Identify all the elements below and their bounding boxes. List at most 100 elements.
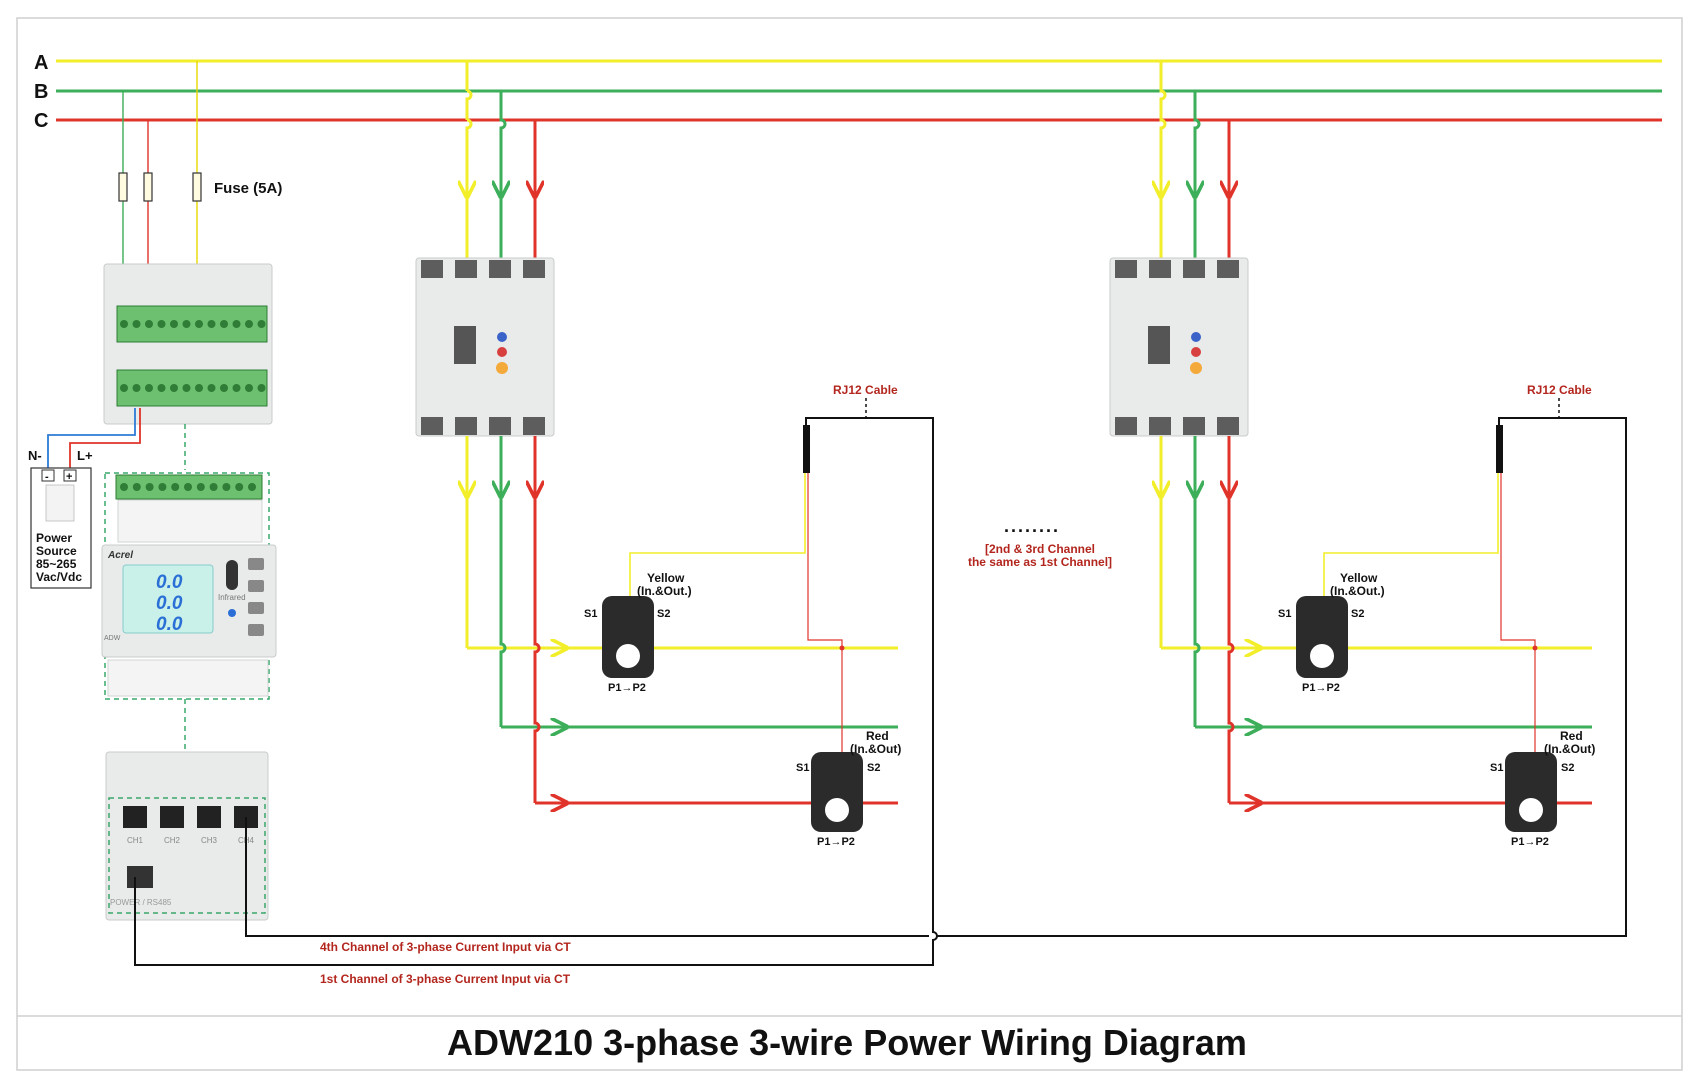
fuse-group: Fuse (5A): [118, 61, 282, 345]
terminal-screw: [232, 320, 241, 328]
terminal-screw: [257, 320, 266, 328]
phase-a-label: A: [34, 52, 48, 74]
terminal-screw: [120, 384, 128, 392]
ct-red-1-s2: S2: [867, 762, 880, 774]
bottom-label-ch4: 4th Channel of 3-phase Current Input via…: [320, 940, 571, 954]
ct-yellow-4-label1: Yellow: [1340, 571, 1378, 585]
terminal-screw: [182, 384, 191, 392]
ct-module: CH1 CH2 CH3 CH4 POWER / RS485: [105, 751, 269, 921]
lcd-value-3: 0.0: [156, 614, 183, 635]
ct-yellow-1-p: P1→P2: [608, 682, 646, 694]
port-ch2[interactable]: [160, 806, 184, 828]
lcd-value-1: 0.0: [156, 572, 183, 593]
meter-key-1[interactable]: [248, 558, 264, 570]
meter-lcd: [122, 564, 214, 634]
terminal-screw: [170, 384, 178, 392]
rj12-label-4: RJ12 Cable: [1527, 383, 1592, 397]
terminal-screw: [157, 384, 166, 392]
terminal-screw: [184, 483, 192, 491]
ct-red-4-p: P1→P2: [1511, 836, 1549, 848]
terminal-screw: [235, 483, 244, 491]
rs485-port[interactable]: [127, 866, 153, 888]
terminal-screw: [245, 384, 253, 392]
middle-note-line1: [2nd & 3rd Channel: [985, 542, 1095, 556]
terminal-screw: [248, 483, 256, 491]
terminal-screw: [232, 384, 241, 392]
phase-b-label: B: [34, 81, 48, 103]
terminal-screw: [171, 483, 180, 491]
ct-yellow-1-label1: Yellow: [647, 571, 685, 585]
middle-dots: ........: [1004, 516, 1060, 536]
rj12-label-1: RJ12 Cable: [833, 383, 898, 397]
terminal-screw: [120, 320, 128, 328]
terminal-screw: [120, 483, 128, 491]
ct-yellow-4: [1296, 596, 1348, 678]
power-source-line4: Vac/Vdc: [36, 570, 82, 584]
terminal-screw: [222, 483, 231, 491]
rj12-plug-4: [1496, 425, 1503, 473]
ct-yellow-4-label2: (In.&Out.): [1330, 584, 1385, 598]
terminal-screw: [209, 483, 218, 491]
bottom-label-ch1: 1st Channel of 3-phase Current Input via…: [320, 972, 571, 986]
power-pos-label: L+: [77, 448, 93, 463]
channel-4: Yellow (In.&Out.) S1 S2 P1→P2 Red (In.&O…: [245, 61, 1627, 937]
ct-yellow-1-s1: S1: [584, 608, 597, 620]
ct-yellow-1: [602, 596, 654, 678]
rj12-plug-1: [803, 425, 810, 473]
breaker-1-handle[interactable]: [454, 326, 476, 364]
terminal-screw: [195, 384, 203, 392]
meter-main-unit: Acrel 0.0 0.0 0.0 Infrared ADW: [101, 472, 277, 798]
terminal-screw: [170, 320, 178, 328]
meter-key-2[interactable]: [248, 580, 264, 592]
terminal-screw: [245, 320, 253, 328]
terminal-screw: [132, 384, 141, 392]
fuse-b-icon: [118, 172, 128, 202]
middle-note-line2: the same as 1st Channel]: [968, 555, 1112, 569]
terminal-screw: [196, 483, 205, 491]
infrared-label: Infrared: [218, 593, 246, 602]
lcd-value-2: 0.0: [156, 593, 183, 614]
meter-key-3[interactable]: [248, 602, 264, 614]
ct-red-1-label1: Red: [866, 729, 889, 743]
terminal-screw: [132, 483, 141, 491]
ct-red-1-p: P1→P2: [817, 836, 855, 848]
meter-terminal-block: [103, 263, 273, 470]
ct-yellow-4-s2: S2: [1351, 608, 1364, 620]
power-source-line3: 85~265: [36, 557, 77, 571]
terminal-screw: [145, 483, 154, 491]
ch1-label: CH1: [127, 836, 144, 845]
ct-yellow-1-s2: S2: [657, 608, 670, 620]
terminal-screw: [158, 483, 167, 491]
diagram-title: ADW210 3-phase 3-wire Power Wiring Diagr…: [447, 1022, 1247, 1063]
fuse-c-icon: [143, 172, 153, 202]
fuse-a-icon: [192, 172, 202, 202]
breaker-1: [415, 257, 555, 437]
terminal-screw: [157, 320, 166, 328]
module-port-label: POWER / RS485: [110, 898, 172, 907]
power-source-line1: Power: [36, 531, 72, 545]
terminal-screw: [145, 384, 153, 392]
ct-yellow-4-s1: S1: [1278, 608, 1291, 620]
port-ch3[interactable]: [197, 806, 221, 828]
power-source: N- L+ - + Power Source 85~265 Vac/Vdc: [28, 408, 141, 589]
channel-1: Yellow (In.&Out.) S1 S2 P1→P2 Red (In.&O…: [134, 61, 938, 966]
phase-c-label: C: [34, 110, 48, 132]
ct-red-4: [1505, 752, 1557, 832]
ct-yellow-1-label2: (In.&Out.): [637, 584, 692, 598]
ct-red-1-s1: S1: [796, 762, 809, 774]
terminal-screw: [182, 320, 191, 328]
terminal-screw: [195, 320, 203, 328]
middle-note: ........ [2nd & 3rd Channel the same as …: [968, 516, 1112, 569]
ct-red-4-s1: S1: [1490, 762, 1503, 774]
breaker-4-handle[interactable]: [1148, 326, 1170, 364]
ch2-label: CH2: [164, 836, 181, 845]
meter-model: ADW: [104, 635, 121, 642]
power-source-line2: Source: [36, 544, 77, 558]
port-ch1[interactable]: [123, 806, 147, 828]
meter-key-4[interactable]: [248, 624, 264, 636]
ct-red-4-s2: S2: [1561, 762, 1574, 774]
meter-brand: Acrel: [107, 550, 133, 561]
terminal-screw: [132, 320, 141, 328]
